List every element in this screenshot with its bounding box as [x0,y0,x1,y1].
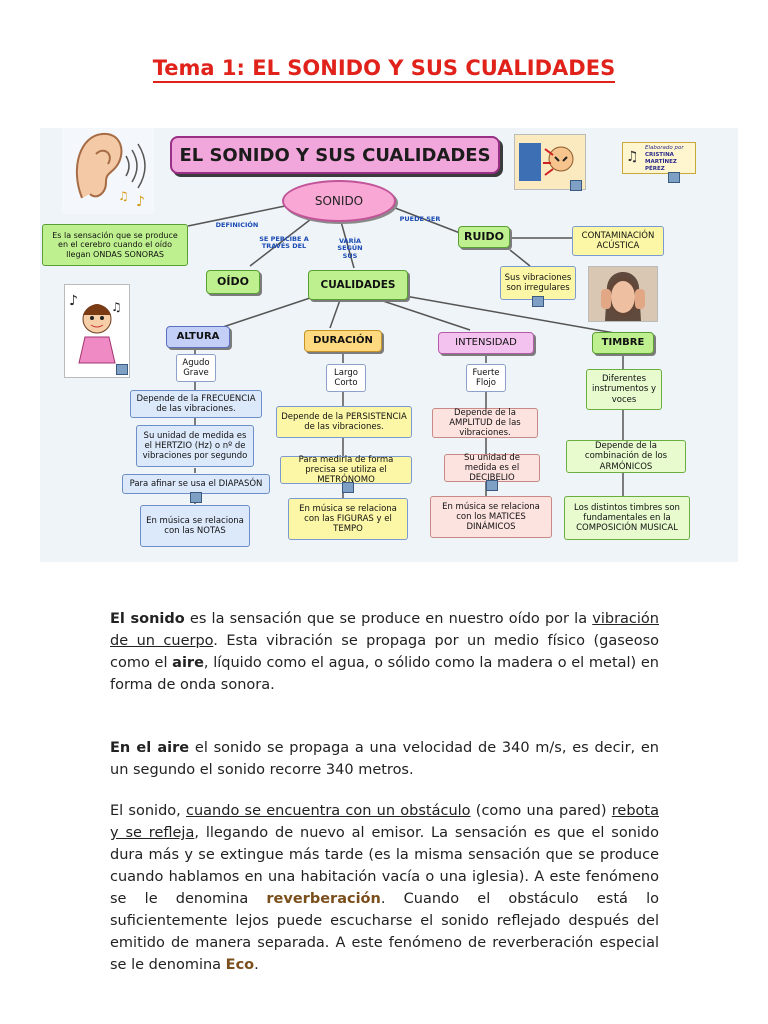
text-fragment: el sonido se propaga a una velocidad de … [110,740,659,778]
altura-item-diapason: Para afinar se usa el DIAPASÓN [122,474,270,494]
paragraph-reverberacion: El sonido, cuando se encuentra con un ob… [110,800,659,976]
altura-item-frecuencia: Depende de la FRECUENCIA de las vibracio… [130,390,262,418]
image-icon [570,180,582,191]
image-icon [532,296,544,307]
credit-box: Elaborado por CRISTINA MARTÍNEZ PÉREZ ♫ [622,142,696,174]
svg-text:♪: ♪ [136,194,145,210]
duracion-item-persistencia: Depende de la PERSISTENCIA de las vibrac… [276,406,412,438]
term-obstaculo: cuando se encuentra con un obstáculo [186,803,471,819]
map-title: EL SONIDO Y SUS CUALIDADES [170,136,500,174]
intensidad-values: Fuerte Flojo [466,364,506,392]
text-fragment: . [254,957,259,973]
label-definicion: DEFINICIÓN [212,222,262,229]
header-duracion: DURACIÓN [304,330,382,352]
music-notes-icon: ♫ [626,149,639,167]
image-icon [116,364,128,375]
duracion-item-figuras: En música se relaciona con las FIGURAS y… [288,498,408,540]
intensidad-item-amplitud: Depende de la AMPLITUD de las vibracione… [432,408,538,438]
altura-item-notas: En música se relaciona con las NOTAS [140,505,250,547]
definition-box: Es la sensación que se produce en el cer… [42,224,188,266]
node-oido: OÍDO [206,270,260,294]
intensidad-item-decibelio: Su unidad de medida es el DECIBELIO [444,454,540,482]
svg-text:♫: ♫ [118,189,129,203]
ear-picture: ♪ ♫ [62,128,154,214]
term-reverberacion: reverberación [266,891,380,907]
text-fragment: (como una pared) [471,803,612,819]
term-el-sonido: El sonido [110,611,185,627]
timbre-values: Diferentes instrumentos y voces [586,369,662,410]
woman-covering-ears-picture [588,266,658,322]
label-puede-ser: PUEDE SER [396,216,444,223]
svg-text:♫: ♫ [111,300,122,314]
image-icon [190,492,202,503]
header-timbre: TIMBRE [592,332,654,354]
node-cualidades: CUALIDADES [308,270,408,300]
svg-text:♪: ♪ [69,293,78,309]
intensidad-item-matices: En música se relaciona con los MATICES D… [430,496,552,538]
term-aire: aire [172,655,204,671]
timbre-item-composicion: Los distintos timbres son fundamentales … [564,496,690,540]
term-eco: Eco [226,957,254,973]
header-intensidad: INTENSIDAD [438,332,534,354]
paragraph-sonido: El sonido es la sensación que se produce… [110,608,659,696]
page-title: Tema 1: EL SONIDO Y SUS CUALIDADES [0,56,768,80]
altura-values: Agudo Grave [176,354,216,382]
label-varia: VARÍA SEGÚN SUS [330,238,370,260]
text-fragment: El sonido, [110,803,186,819]
duracion-item-metronomo: Para medirla de forma precisa se utiliza… [280,456,412,484]
label-se-percibe: SE PERCIBE A TRAVÉS DEL [258,236,310,251]
timbre-item-armonicos: Depende de la combinación de los ARMÓNIC… [566,440,686,473]
image-icon [486,480,498,491]
ruido-description: Sus vibraciones son irregulares [500,266,576,300]
node-contaminacion-acustica: CONTAMINACIÓN ACÚSTICA [572,226,664,256]
duracion-values: Largo Corto [326,364,366,392]
paragraph-aire: En el aire el sonido se propaga a una ve… [110,737,659,781]
root-node-sonido: SONIDO [282,180,396,222]
concept-map: ♪ ♫ EL SONIDO Y SUS CUALIDADES Elaborado… [40,128,738,562]
term-en-el-aire: En el aire [110,740,189,756]
header-altura: ALTURA [166,326,230,348]
node-ruido: RUIDO [458,226,510,248]
text-fragment: es la sensación que se produce en nuestr… [185,611,593,627]
image-icon [668,172,680,183]
altura-item-hertzio: Su unidad de medida es el HERTZIO (Hz) o… [136,425,254,467]
image-icon [342,482,354,493]
